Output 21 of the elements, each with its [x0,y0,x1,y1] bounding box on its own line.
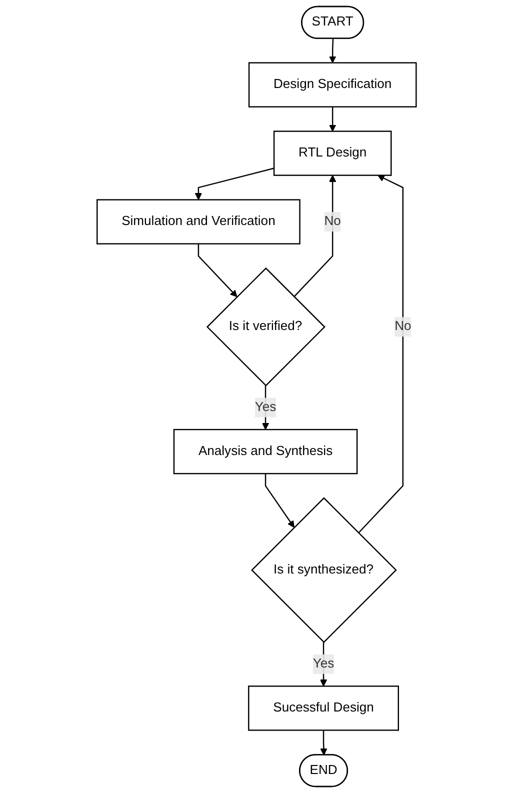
arrow [320,730,328,756]
arrow [195,168,275,200]
node-box: Analysis and Synthesis [174,428,358,474]
arrow [329,106,337,132]
node-box: Simulation and Verification [96,199,301,244]
arrow [320,642,328,686]
edge-label: Yes [313,656,335,671]
node-box: Sucessful Design [248,686,400,731]
arrow [265,474,295,528]
arrow [329,38,337,64]
arrow [294,174,337,298]
node-diamond: Is it verified? [206,267,326,386]
arrow [198,244,238,298]
edge-label: No [324,214,342,228]
node-box: Design Specification [248,62,418,108]
edge-label: Yes [255,400,277,414]
edge-label: No [394,320,412,334]
node-box: RTL Design [274,130,392,176]
node-diamond: Is it synthesized? [251,497,398,644]
arrow [262,386,270,430]
arrow [358,174,404,534]
